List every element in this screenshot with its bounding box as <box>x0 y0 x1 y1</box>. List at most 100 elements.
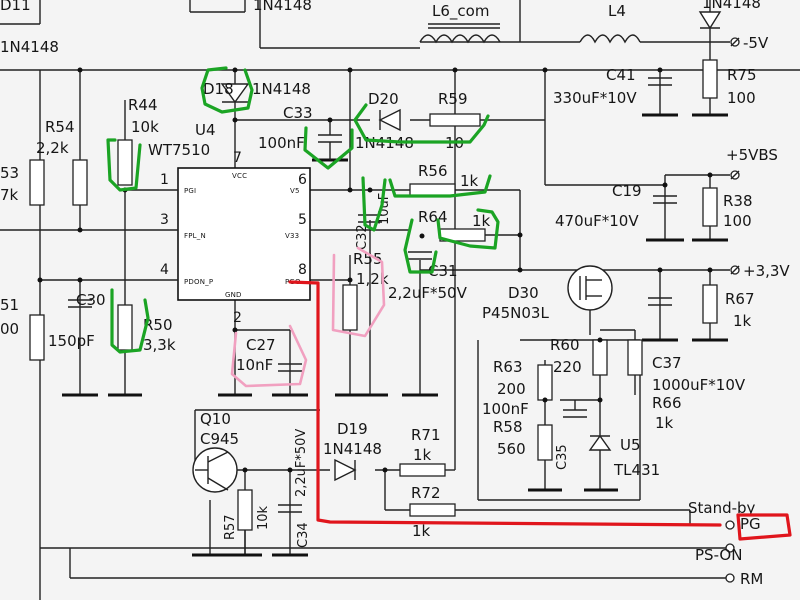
resistor-r57 <box>237 489 253 531</box>
label-c19-ref: C19 <box>612 182 642 200</box>
label-c35-ref: C35 <box>555 444 570 470</box>
pin-fpl: FPL_N <box>184 232 206 240</box>
label-r56-ref: R56 <box>418 162 448 180</box>
label-d19-value: 1N4148 <box>323 440 382 458</box>
label-c32-value: 10uF <box>377 193 392 225</box>
label-r60-ref: R60 <box>550 336 580 354</box>
terminal-pg <box>725 520 735 530</box>
resistor-r56 <box>409 183 456 197</box>
label-c33-value: 100nF <box>258 134 305 152</box>
label-r64-ref: R64 <box>418 208 448 226</box>
label-r55-value: 1,2k <box>356 270 389 288</box>
resistor-r63 <box>537 364 553 401</box>
label-r60-value: 220 <box>553 358 582 376</box>
label-r72-value: 1k <box>412 522 431 540</box>
mosfet-d30 <box>567 265 613 311</box>
label-r56-value: 1k <box>460 172 479 190</box>
terminal-pson <box>725 543 735 553</box>
label-d20-value: 1N4148 <box>355 134 414 152</box>
label-d-topright-value: 1N4148 <box>702 0 761 12</box>
label-r50-ref: R50 <box>143 316 173 334</box>
label-r38-ref: R38 <box>723 192 753 210</box>
resistor-r72 <box>409 503 456 517</box>
resistor-r58 <box>537 424 553 461</box>
transistor-q10 <box>192 447 238 493</box>
pin-number-v5: 6 <box>298 172 307 188</box>
resistor-r44 <box>117 139 133 186</box>
pin-number-pdon: 4 <box>160 262 169 278</box>
label-r67-ref: R67 <box>725 290 755 308</box>
label-r57-value: 10k <box>256 505 271 530</box>
label-d19-ref: D19 <box>337 420 368 438</box>
label-c37-value: 1000uF*10V <box>652 376 746 394</box>
label-r58-value: 560 <box>497 440 526 458</box>
resistor-r53 <box>29 159 45 206</box>
label-r75-value: 100 <box>727 89 756 107</box>
label-c31-value: 2,2uF*50V <box>388 284 468 302</box>
diodes <box>220 11 722 482</box>
pin-number-fpl: 3 <box>160 212 169 228</box>
label-r53-value: 7k <box>0 186 19 204</box>
label-d11-ref: D11 <box>0 0 31 14</box>
shunt-u5 <box>588 434 612 451</box>
resistor-r66 <box>627 339 643 376</box>
diode-d18 <box>220 83 250 104</box>
resistor-r55 <box>342 284 358 331</box>
label-d30-ref: D30 <box>508 284 539 302</box>
label-r71-value: 1k <box>413 446 432 464</box>
label-r67-value: 1k <box>733 312 752 330</box>
label-l4: L4 <box>608 2 626 20</box>
label-r72-ref: R72 <box>411 484 441 502</box>
connector-label-rm: RM <box>740 570 763 588</box>
label-r55-ref: R55 <box>353 250 383 268</box>
terminals <box>725 37 740 583</box>
resistor-r51 <box>29 314 45 361</box>
diode-top-right <box>698 11 722 30</box>
label-r75-ref: R75 <box>727 66 757 84</box>
label-c35-value: 100nF <box>482 400 529 418</box>
label-r50-value: 3,3k <box>143 336 176 354</box>
label-r58-ref: R58 <box>493 418 523 436</box>
pin-v5: V5 <box>290 187 300 195</box>
diode-d20 <box>378 108 401 132</box>
label-c31-ref: C31 <box>428 262 458 280</box>
ic-u4-designator: U4 <box>195 121 216 139</box>
label-r63-ref: R63 <box>493 358 523 376</box>
rail-label-neg5: -5V <box>743 34 769 52</box>
label-c32-ref: C32 <box>355 224 370 250</box>
terminal-rm <box>725 573 735 583</box>
label-c33-ref: C33 <box>283 104 313 122</box>
label-c27-value: 10nF <box>236 356 273 374</box>
resistor-r38 <box>702 187 718 227</box>
pin-pdon: PDON_P <box>184 278 213 286</box>
label-q10-ref: Q10 <box>200 410 231 428</box>
rail-label-5vbs: +5VBS <box>726 146 778 164</box>
label-c30-ref: C30 <box>76 291 106 309</box>
label-c51-ref: 51 <box>0 296 19 314</box>
pin-vcc: VCC <box>232 172 247 180</box>
label-u5-value: TL431 <box>613 461 660 479</box>
pin-number-v33: 5 <box>298 212 307 228</box>
pin-pgi: PGI <box>184 187 196 195</box>
ic-u4-part: WT7510 <box>148 141 210 159</box>
label-r66-ref: R66 <box>652 394 682 412</box>
label-r57-ref: R57 <box>223 514 238 540</box>
red-annotations <box>288 280 792 541</box>
label-r38-value: 100 <box>723 212 752 230</box>
label-c34-ref: C34 <box>296 522 311 548</box>
connector-label-pson: PS-ON <box>695 546 742 564</box>
label-c37-ref: C37 <box>652 354 682 372</box>
label-c19-value: 470uF*10V <box>555 212 639 230</box>
resistor-r75 <box>702 59 718 99</box>
resistor-r54 <box>72 159 88 206</box>
pin-number-pgo: 8 <box>298 262 307 278</box>
pin-gnd: GND <box>225 291 242 299</box>
resistor-r60 <box>592 339 608 376</box>
pin-number-gnd: 2 <box>233 310 242 326</box>
label-r59-ref: R59 <box>438 90 468 108</box>
connector-label-pg: PG <box>740 515 761 533</box>
label-l6: L6_com <box>432 2 489 21</box>
label-r44-value: 10k <box>131 118 159 136</box>
pin-v33: V33 <box>285 232 299 240</box>
